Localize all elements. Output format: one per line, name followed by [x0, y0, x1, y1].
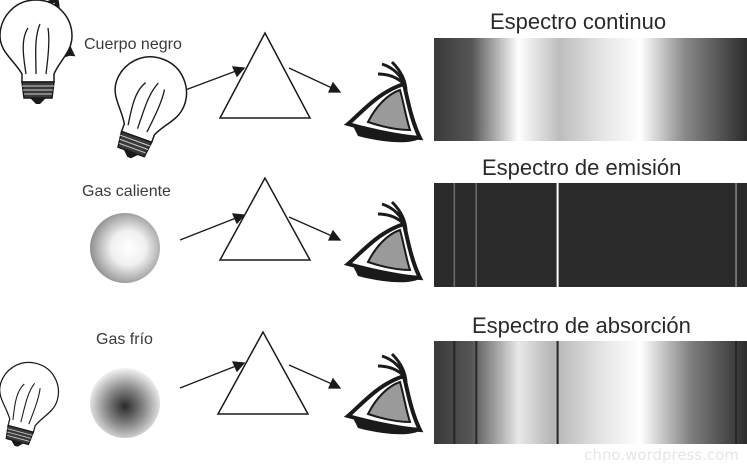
absorption-spectrum-band	[434, 341, 747, 444]
hot-gas-sphere	[90, 213, 160, 283]
light-bulb-icon	[0, 355, 66, 455]
emission-lines	[453, 183, 737, 287]
light-bulb-icon	[92, 46, 198, 170]
absorption-line	[475, 341, 478, 444]
absorption-line	[556, 341, 559, 444]
eye-icon	[346, 60, 422, 145]
ray-arrowhead	[231, 361, 246, 373]
incoming-ray-row-1	[179, 70, 237, 93]
incoming-ray-row-2	[179, 217, 237, 241]
prism-row-2	[218, 176, 312, 261]
source-label-hot-gas: Gas caliente	[82, 183, 171, 200]
emission-line	[453, 183, 456, 287]
spectrum-title-absorption: Espectro de absorción	[472, 313, 691, 338]
outgoing-ray-row-1	[288, 67, 333, 89]
eye-icon	[346, 200, 422, 285]
source-label-black-body: Cuerpo negro	[84, 36, 182, 53]
ray-arrowhead	[231, 66, 246, 78]
emission-line	[475, 183, 477, 287]
outgoing-ray-row-3	[288, 364, 333, 385]
spectrum-title-emission: Espectro de emisión	[482, 155, 682, 180]
ray-arrowhead	[231, 213, 246, 225]
eye-icon	[346, 352, 422, 437]
incoming-ray-row-3	[179, 365, 237, 389]
emission-line	[735, 183, 737, 287]
emission-spectrum-band	[434, 183, 747, 287]
cold-gas-sphere	[90, 368, 160, 438]
light-bulb-icon	[0, 0, 73, 104]
ray-arrowhead	[327, 229, 342, 241]
absorption-line	[453, 341, 456, 444]
emission-line	[556, 183, 559, 287]
credit-watermark: chno.wordpress.com	[584, 446, 739, 464]
outgoing-ray-row-2	[288, 216, 333, 237]
ray-arrowhead	[327, 81, 342, 93]
prism-row-3	[216, 330, 310, 415]
continuous-spectrum-band	[434, 38, 747, 141]
prism-row-1	[218, 31, 312, 119]
absorption-line	[735, 341, 737, 444]
ray-arrowhead	[327, 377, 342, 389]
absorption-lines	[453, 341, 737, 444]
source-label-cold-gas: Gas frío	[96, 331, 153, 348]
spectrum-title-continuous: Espectro continuo	[490, 9, 667, 34]
